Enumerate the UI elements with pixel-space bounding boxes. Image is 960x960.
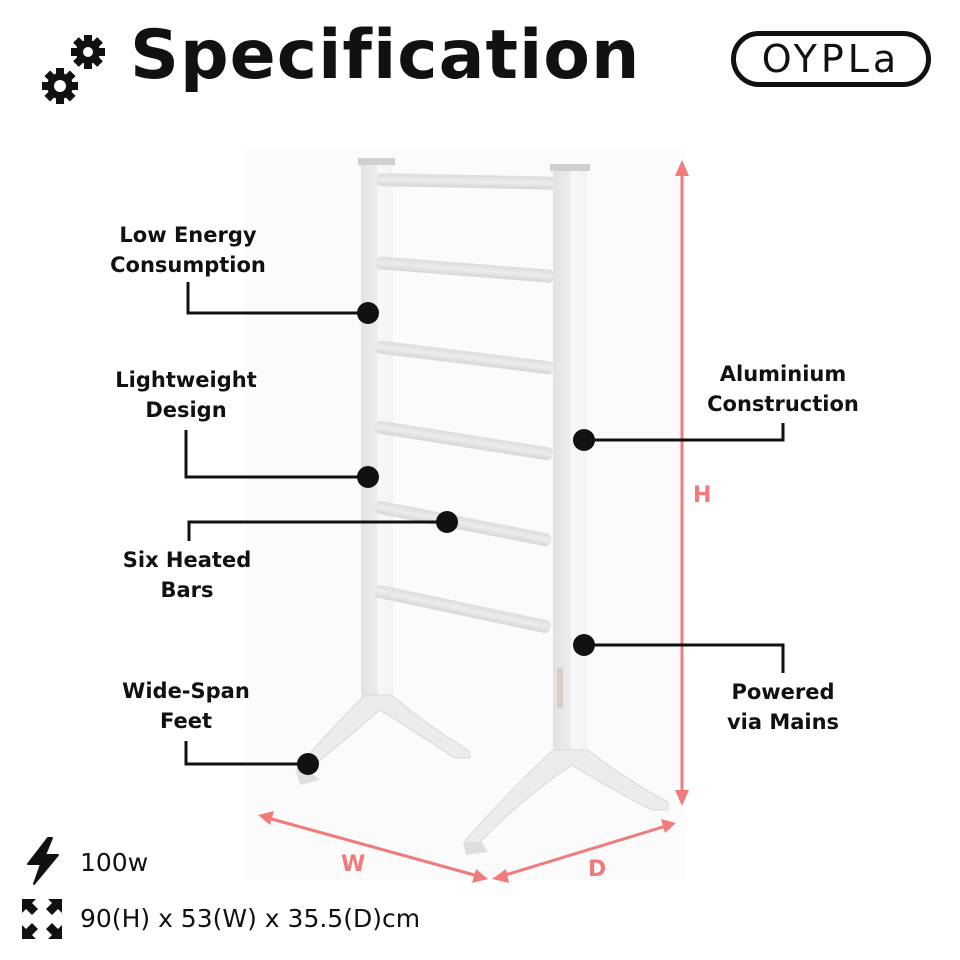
callout-text: Low Energy (119, 223, 257, 247)
callout-lines (184, 282, 785, 766)
depth-arrow (492, 819, 676, 883)
callout-text: Wide-Span (122, 679, 250, 703)
width-label: W (341, 852, 366, 877)
callout-text: Powered (731, 680, 835, 704)
callout-low-energy: Low Energy Consumption (98, 220, 278, 280)
callout-text: Feet (159, 709, 213, 733)
height-label: H (693, 483, 712, 508)
heated-bars (374, 173, 556, 634)
height-arrow (675, 160, 689, 806)
brand-logo: OYPLa (731, 31, 931, 87)
expand-arrows-icon (20, 897, 64, 941)
dimensions-spec: 90(H) x 53(W) x 35.5(D)cm (80, 904, 421, 933)
callout-text: Aluminium (719, 362, 847, 386)
callout-text: Lightweight (115, 368, 257, 392)
callout-aluminium: Aluminium Construction (688, 359, 878, 419)
page-title: Specification (130, 16, 641, 95)
callout-text: Six Heated (122, 548, 252, 572)
callout-dots (297, 302, 595, 775)
callout-text: Bars (160, 578, 214, 602)
gears-icon (40, 30, 120, 110)
lightning-bolt-icon (22, 836, 64, 886)
callout-text: Design (145, 398, 227, 422)
callout-lightweight: Lightweight Design (96, 365, 276, 425)
callout-powered: Powered via Mains (688, 677, 878, 737)
right-post (463, 164, 669, 855)
depth-label: D (588, 857, 607, 882)
callout-six-bars: Six Heated Bars (97, 545, 277, 605)
callout-wide-feet: Wide-Span Feet (96, 676, 276, 736)
callout-text: Consumption (110, 253, 266, 277)
callout-text: Construction (707, 392, 859, 416)
width-arrow (258, 811, 488, 883)
callout-text: via Mains (726, 710, 840, 734)
power-rating: 100w (80, 848, 149, 877)
